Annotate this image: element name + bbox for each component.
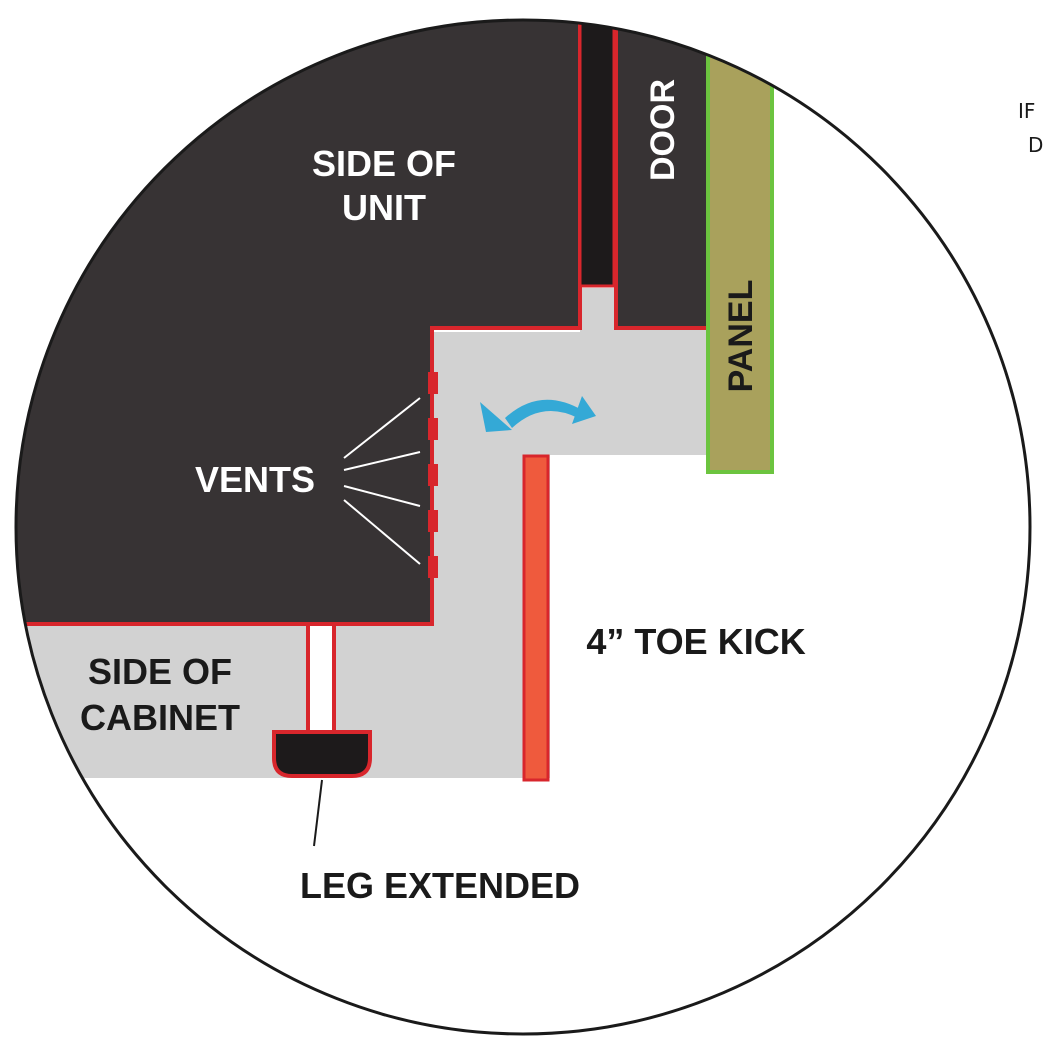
side-of-unit-label-line2: UNIT xyxy=(342,187,426,228)
vent-slot xyxy=(428,418,438,440)
detail-circle-outline xyxy=(14,18,1032,1036)
vents-pointer-lines xyxy=(343,397,421,565)
panel-label: PANEL xyxy=(722,280,760,393)
edge-text-fragment-1: IF xyxy=(1018,99,1035,123)
side-of-cabinet-label-line2: CABINET xyxy=(80,697,240,738)
vents-label: VENTS xyxy=(195,459,315,500)
panel-shape xyxy=(706,44,774,474)
side-of-unit-label-line1: SIDE OF xyxy=(312,143,456,184)
leg-foot xyxy=(272,730,372,778)
side-of-cabinet-label-line1: SIDE OF xyxy=(88,651,232,692)
vent-slot xyxy=(428,510,438,532)
door-label: DOOR xyxy=(644,79,682,181)
door-shape xyxy=(614,20,710,330)
toe-kick-board xyxy=(522,454,550,782)
edge-text-fragment-2: D xyxy=(1028,133,1043,157)
door-gap xyxy=(578,20,616,288)
leg-shaft xyxy=(306,622,336,736)
vent-slot xyxy=(428,464,438,486)
toe-kick-label: 4” TOE KICK xyxy=(586,621,805,662)
vent-slot xyxy=(428,556,438,578)
leg-extended-label: LEG EXTENDED xyxy=(300,865,580,906)
vent-slots xyxy=(428,372,438,578)
leg-pointer-line xyxy=(313,779,323,847)
curved-double-arrow-icon xyxy=(480,396,596,432)
vent-slot xyxy=(428,372,438,394)
